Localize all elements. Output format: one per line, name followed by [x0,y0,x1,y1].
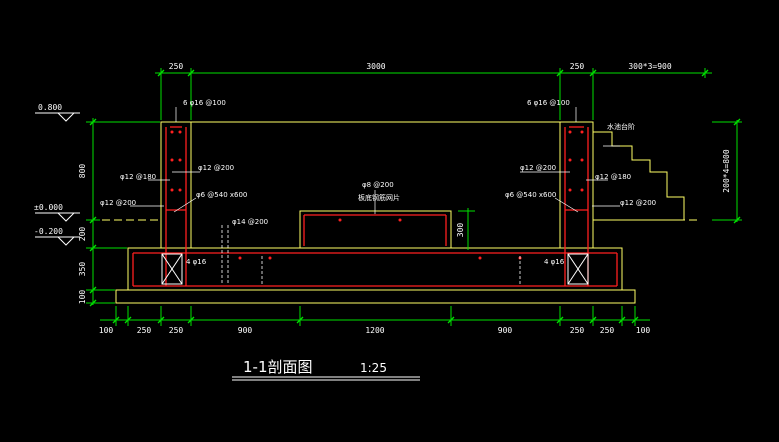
dim-top-stairs: 300*3=900 [628,62,672,71]
central-raised-slab [299,210,452,249]
dim-left-3: 100 [78,290,87,305]
drawing-scale: 1:25 [360,361,387,375]
elevation-neg: -0.200 [34,227,63,236]
dim-right-stairs: 200*4=800 [722,149,731,193]
label-leaders [130,107,620,214]
dim-top-wall-left: 250 [169,62,184,71]
dim-bottom-6: 250 [570,326,585,335]
drawing-title: 1-1剖面图 [243,358,313,376]
dim-ticks [89,69,741,324]
dimension-lines [86,68,742,326]
elevation-ground: ±0.000 [34,203,63,212]
label-center-phi8: φ8 @200 [362,181,394,189]
right-wall [559,121,594,248]
elevation-markers [35,112,80,246]
label-left-4phi16: 4 φ16 [186,258,207,266]
dim-bottom-7: 250 [600,326,615,335]
stairs-outline [593,131,685,221]
label-right-top-note: 水池台阶 [607,122,635,131]
label-left-phi12-200-a: φ12 @200 [198,164,234,172]
label-right-phi12-200-a: φ12 @200 [520,164,556,172]
label-right-phi6: φ6 @540 x600 [505,191,556,199]
label-left-phi12-180: φ12 @180 [120,173,156,181]
dim-bottom-5: 900 [498,326,513,335]
dim-left-1: 200 [78,227,87,242]
title-underline [232,376,420,381]
dim-bottom-1: 250 [137,326,152,335]
label-wall-top-left: 6 φ16 @100 [183,99,226,107]
label-center-note: 板底钢筋网片 [358,193,400,202]
label-right-phi12-200-b: φ12 @200 [620,199,656,207]
dim-left-2: 350 [78,262,87,277]
dim-top-wall-right: 250 [570,62,585,71]
dim-bottom-8: 100 [636,326,651,335]
label-left-phi14: φ14 @200 [232,218,268,226]
label-right-phi12-180: φ12 @180 [595,173,631,181]
dim-bottom-0: 100 [99,326,114,335]
label-right-4phi16: 4 φ16 [544,258,565,266]
dim-right-300: 300 [456,223,465,238]
elevation-top: 0.800 [38,103,62,112]
dim-bottom-4: 1200 [365,326,384,335]
leader-lines [221,225,521,285]
label-left-phi12-200-b: φ12 @200 [100,199,136,207]
dim-top-span: 3000 [366,62,385,71]
rebar [132,126,618,287]
concrete-outline [115,121,685,304]
blinding-layer [115,289,636,304]
dim-bottom-3: 900 [238,326,253,335]
label-wall-top-right: 6 φ16 @100 [527,99,570,107]
corner-x-marks [161,253,589,285]
label-left-phi6: φ6 @540 x600 [196,191,247,199]
base-slab [127,247,623,291]
dim-left-0: 800 [78,164,87,179]
dim-bottom-2: 250 [169,326,184,335]
rebar-dots [170,130,584,260]
